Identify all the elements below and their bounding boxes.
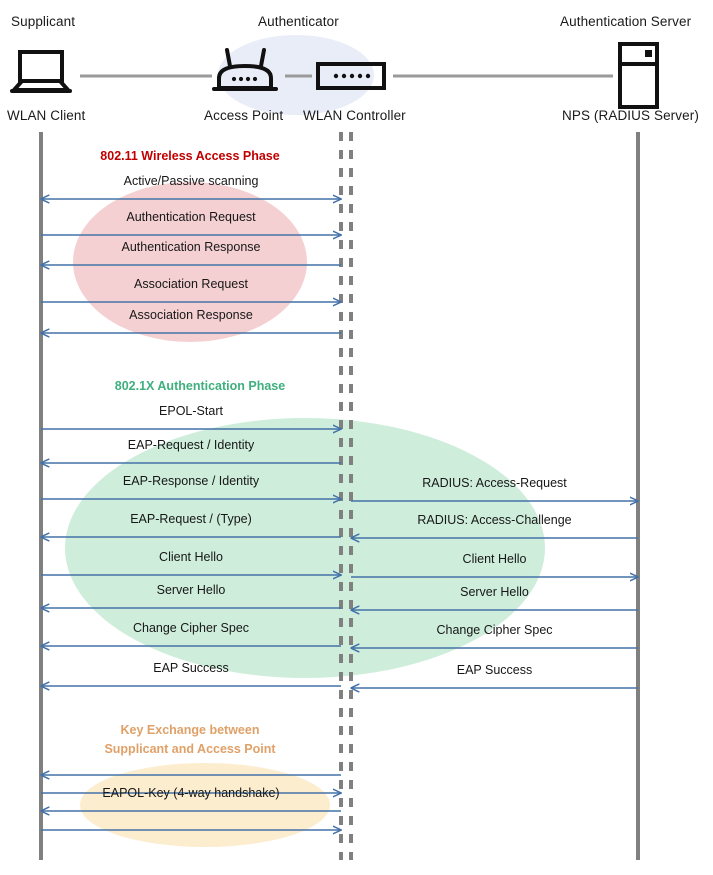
message-label-radius-access-request: RADIUS: Access-Request [422, 476, 567, 490]
message-label-radius-access-challenge: RADIUS: Access-Challenge [417, 513, 572, 527]
server-icon [618, 42, 659, 109]
phase-label-dot1x-authentication: 802.1X Authentication Phase [114, 379, 286, 393]
message-label-eap-request-type: EAP-Request / (Type) [130, 512, 252, 526]
message-label-server-hello-right: Server Hello [460, 585, 529, 599]
laptop-icon [10, 50, 72, 93]
phase-label-key-exchange-line2: Supplicant and Access Point [104, 742, 276, 756]
role-title-authentication-server: Authentication Server [560, 14, 692, 29]
node-label-access-point: Access Point [204, 108, 284, 123]
role-title-supplicant: Supplicant [11, 14, 76, 29]
message-label-active-passive-scanning: Active/Passive scanning [123, 174, 259, 188]
message-label-eapol-key-2: EAPOL-Key (4-way handshake) [102, 786, 280, 800]
phase-label-wireless-access: 802.11 Wireless Access Phase [100, 149, 280, 163]
message-label-change-cipher-spec-left: Change Cipher Spec [132, 621, 250, 635]
message-label-authentication-request: Authentication Request [126, 210, 256, 224]
node-label-wlan-client: WLAN Client [7, 108, 86, 123]
message-label-server-hello-left: Server Hello [156, 583, 226, 597]
node-label-nps-radius-server: NPS (RADIUS Server) [562, 108, 699, 123]
message-label-eap-success-left: EAP Success [153, 661, 229, 675]
message-label-association-request: Association Request [134, 277, 248, 291]
message-label-association-response: Association Response [129, 308, 253, 322]
role-title-authenticator: Authenticator [258, 14, 339, 29]
message-label-change-cipher-spec-right: Change Cipher Spec [436, 623, 553, 637]
message-label-eap-request-identity: EAP-Request / Identity [127, 438, 255, 452]
node-label-wlan-controller: WLAN Controller [303, 108, 406, 123]
message-label-client-hello-right: Client Hello [462, 552, 527, 566]
wlan-controller-icon [316, 62, 386, 90]
message-arrows-left [41, 199, 341, 830]
phase-label-key-exchange: Key Exchange between Supplicant and Acce… [104, 721, 275, 759]
message-label-client-hello-left: Client Hello [159, 550, 223, 564]
message-label-eapol-start: EPOL-Start [159, 404, 223, 418]
access-point-icon [212, 48, 278, 91]
message-arrows-right [351, 501, 638, 688]
phase-label-key-exchange-line1: Key Exchange between [120, 723, 260, 737]
message-label-authentication-response: Authentication Response [121, 240, 261, 254]
message-label-eap-success-right: EAP Success [456, 663, 533, 677]
message-label-eap-response-identity: EAP-Response / Identity [122, 474, 260, 488]
